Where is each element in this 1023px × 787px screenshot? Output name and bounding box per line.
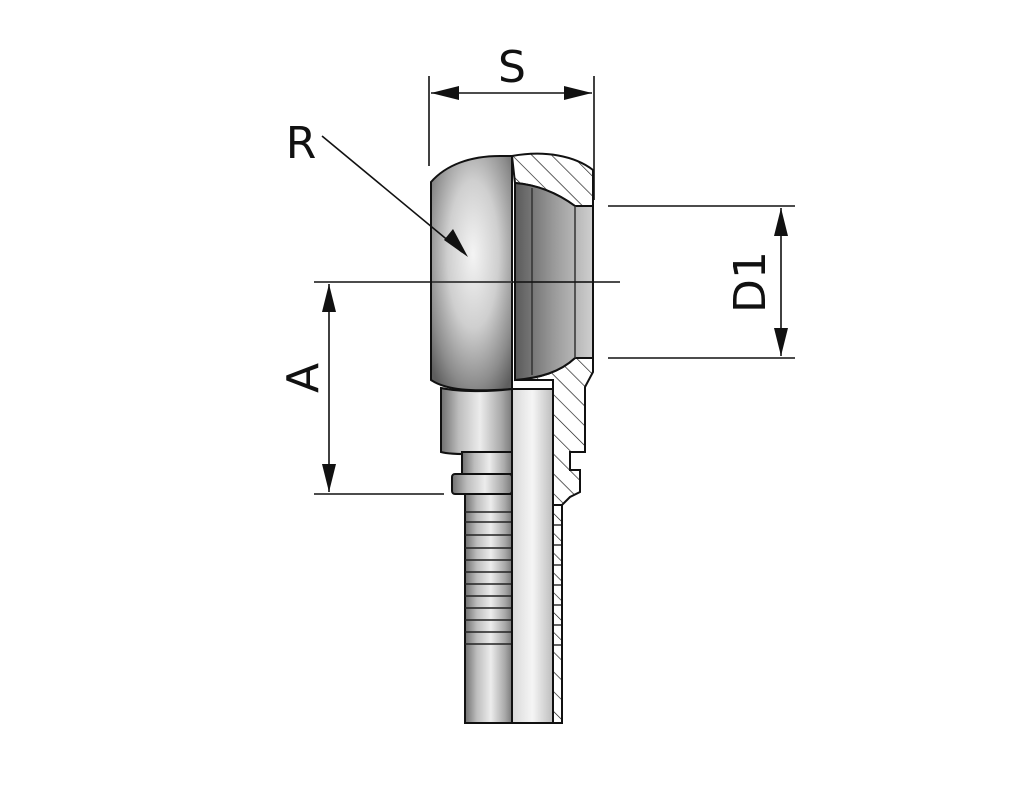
dimension-lines <box>314 76 795 495</box>
neck <box>440 386 513 495</box>
label-a: A <box>278 363 329 393</box>
label-s: S <box>498 42 526 93</box>
dimension-r: R <box>286 118 468 257</box>
dimension-a: A <box>278 284 336 492</box>
label-r: R <box>286 118 317 169</box>
dimension-d1: D1 <box>725 208 788 356</box>
banjo-eye <box>430 155 513 392</box>
label-d1: D1 <box>725 251 776 313</box>
hose-tail <box>464 388 563 724</box>
dimension-s: S <box>431 42 592 100</box>
